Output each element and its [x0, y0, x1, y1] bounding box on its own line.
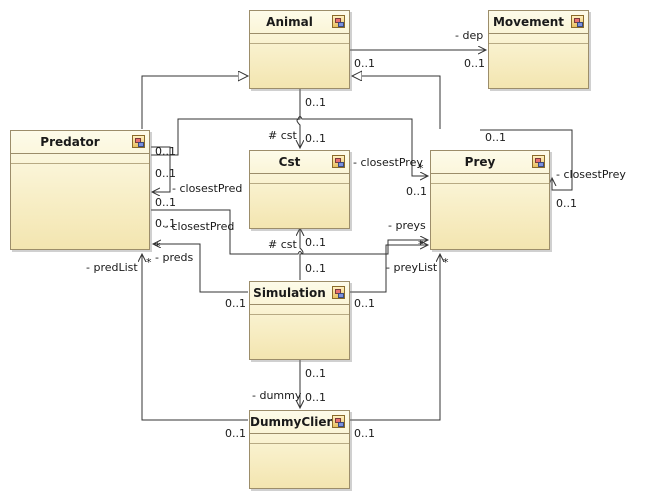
mult-prey-star-1: *	[418, 162, 424, 175]
mult-dummyclient-top: 0..1	[305, 391, 326, 404]
mult-predator-d: 0..1	[155, 217, 176, 230]
mult-prey-self-bottom: 0..1	[556, 197, 577, 210]
mult-prey-star-2: *	[418, 238, 424, 251]
mult-predator-c: 0..1	[155, 196, 176, 209]
mult-predator-star-2: *	[146, 256, 152, 269]
class-dummyclient[interactable]: DummyClient	[249, 410, 350, 489]
mult-simulation-right: 0..1	[354, 297, 375, 310]
class-icon	[532, 155, 545, 168]
class-name: Simulation	[253, 286, 326, 300]
role-cst-bottom: # cst	[268, 238, 297, 251]
mult-predator-a: 0..1	[155, 145, 176, 158]
assoc-dummyclient-predator	[142, 254, 248, 421]
mult-predator-b: 0..1	[155, 167, 176, 180]
class-name: Predator	[40, 135, 100, 149]
mult-simulation-dummy: 0..1	[305, 367, 326, 380]
generalization-prey-animal	[352, 76, 441, 129]
class-icon	[332, 15, 345, 28]
mult-animal-dep: 0..1	[354, 57, 375, 70]
role-dummy: - dummy	[252, 389, 302, 402]
class-name: Cst	[278, 155, 301, 169]
mult-cst-top: 0..1	[305, 132, 326, 145]
assoc-predator-closestpred-1	[151, 146, 171, 192]
role-dep: - dep	[455, 29, 484, 42]
mult-cst-bottom-2: 0..1	[305, 262, 326, 275]
role-preys: - preys	[388, 219, 426, 232]
class-icon	[332, 155, 345, 168]
mult-dummyclient-left: 0..1	[225, 427, 246, 440]
mult-prey-closest: 0..1	[406, 185, 427, 198]
mult-prey-star-3: *	[443, 256, 449, 269]
class-name: Animal	[266, 15, 313, 29]
assoc-dummyclient-prey	[350, 254, 440, 421]
assoc-predator-prey-top	[151, 116, 428, 177]
role-closestprey-cst: - closestPrey	[353, 156, 423, 169]
mult-predator-star-1: *	[155, 240, 161, 253]
role-prey-self: - closestPrey	[556, 168, 626, 181]
class-icon	[571, 15, 584, 28]
role-predlist: - predList	[86, 261, 138, 274]
assoc-predator-prey-bottom	[151, 209, 428, 255]
assoc-prey-self	[480, 129, 573, 191]
class-name: DummyClient	[250, 415, 341, 429]
class-name: Movement	[492, 15, 565, 29]
mult-prey-self-top: 0..1	[485, 131, 506, 144]
class-predator[interactable]: Predator	[10, 130, 150, 250]
class-animal[interactable]: Animal	[249, 10, 350, 89]
assoc-simulation-predator	[153, 244, 248, 293]
assoc-simulation-cst	[300, 228, 303, 280]
class-simulation[interactable]: Simulation	[249, 281, 350, 360]
role-closestpred-2: - closestPred	[164, 220, 235, 233]
role-closestpred-1: - closestPred	[172, 182, 243, 195]
class-icon	[132, 135, 145, 148]
role-preylist: - preyList	[386, 261, 438, 274]
role-preds: - preds	[155, 251, 194, 264]
mult-cst-bottom-1: 0..1	[305, 236, 326, 249]
class-icon	[332, 286, 345, 299]
generalization-predator-animal	[141, 76, 248, 129]
assoc-animal-cst	[297, 89, 300, 148]
class-icon	[332, 415, 345, 428]
mult-dummyclient-right: 0..1	[354, 427, 375, 440]
class-name: Prey	[464, 155, 496, 169]
role-cst-top: # cst	[268, 129, 297, 142]
mult-animal-cst: 0..1	[305, 96, 326, 109]
class-cst[interactable]: Cst	[249, 150, 350, 229]
assoc-simulation-prey	[350, 245, 428, 293]
mult-simulation-left: 0..1	[225, 297, 246, 310]
class-prey[interactable]: Prey	[430, 150, 550, 250]
mult-movement-dep: 0..1	[464, 57, 485, 70]
class-movement[interactable]: Movement	[488, 10, 589, 89]
